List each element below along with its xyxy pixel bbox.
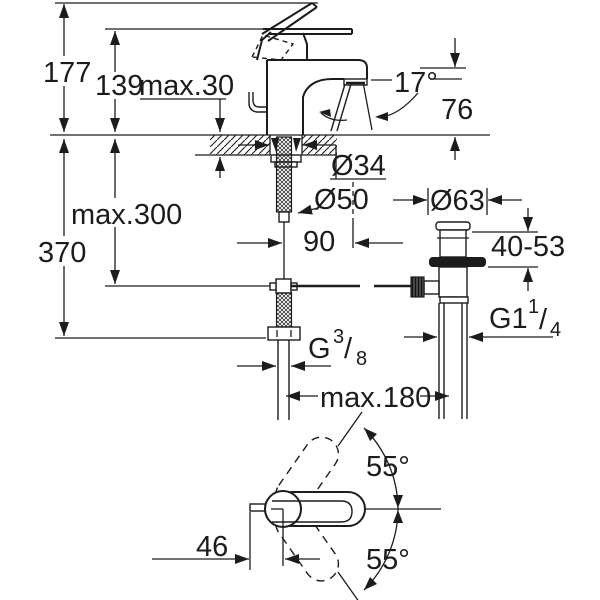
dimension-d50: Ø50 bbox=[297, 184, 369, 216]
dim-g114-slash: / bbox=[539, 304, 548, 336]
handle-ghost-upper bbox=[275, 436, 340, 513]
valve-cap bbox=[435, 221, 471, 231]
anchor-wedge-right bbox=[293, 138, 301, 152]
dimension-139: 139 bbox=[95, 31, 143, 132]
valve-knob-stem bbox=[423, 280, 440, 295]
mounting-shank bbox=[105, 136, 411, 420]
drain-valve bbox=[410, 221, 486, 419]
dimension-46: 46 bbox=[152, 512, 320, 570]
dim-g114-base: G1 bbox=[489, 303, 528, 335]
dim-max180-label: max.180 bbox=[320, 382, 431, 414]
dimension-90: 90 bbox=[237, 222, 403, 258]
dim-g38-sub: 8 bbox=[356, 348, 367, 370]
valve-neck bbox=[439, 229, 467, 258]
valve-collar bbox=[439, 296, 469, 304]
supply-hose bbox=[275, 292, 293, 328]
dim-g114-sub: 4 bbox=[550, 319, 561, 341]
dim-d63-label: Ø63 bbox=[430, 185, 485, 217]
dim-76-label: 76 bbox=[441, 94, 473, 126]
swivel-leg-lower bbox=[337, 571, 359, 600]
aerator bbox=[343, 78, 368, 86]
valve-knob bbox=[410, 276, 425, 298]
shank-fitting bbox=[278, 211, 290, 223]
dimension-76: 76 bbox=[420, 38, 473, 160]
dimension-g114: G1 1 / 4 bbox=[404, 296, 561, 342]
faucet-front-view bbox=[55, 2, 373, 135]
dim-17deg-label: 17° bbox=[394, 67, 438, 99]
dim-4053-label: 40-53 bbox=[491, 231, 565, 263]
dim-370-label: 370 bbox=[38, 237, 86, 269]
g38-nut bbox=[267, 326, 301, 341]
dim-d34-label: Ø34 bbox=[331, 150, 386, 182]
dim-max30-label: max.30 bbox=[139, 70, 234, 102]
water-stream bbox=[319, 81, 373, 132]
linkage-fitting bbox=[275, 278, 292, 294]
handle-inner-outline bbox=[272, 500, 353, 523]
dim-g38-sup: 3 bbox=[333, 326, 344, 348]
dimension-max180: max.180 bbox=[286, 382, 449, 414]
dimension-17deg: 17° bbox=[371, 67, 462, 121]
plumb-line bbox=[362, 81, 373, 131]
dimension-d63: Ø63 bbox=[393, 185, 522, 217]
dimension-370: 370 bbox=[38, 139, 266, 339]
angle-arc-arrow bbox=[319, 109, 331, 117]
dim-90-label: 90 bbox=[303, 226, 335, 258]
lever-horizontal bbox=[263, 28, 353, 35]
threaded-shank bbox=[275, 136, 293, 213]
dimension-max30: max.30 bbox=[139, 70, 234, 178]
dim-max300-label: max.300 bbox=[71, 199, 182, 231]
dimension-4053: 40-53 bbox=[472, 208, 565, 291]
handle-top-view: 55° 55° 46 bbox=[152, 411, 441, 600]
dim-55deg-upper-label: 55° bbox=[366, 451, 410, 483]
dim-d50-label: Ø50 bbox=[314, 184, 369, 216]
faucet-body bbox=[248, 59, 368, 135]
dim-g38-slash: / bbox=[344, 333, 353, 365]
valve-body bbox=[438, 266, 468, 298]
handle-ghost-lower bbox=[275, 505, 340, 582]
dimension-g38: G 3 / 8 bbox=[237, 326, 367, 371]
dim-177-label: 177 bbox=[43, 57, 91, 89]
lever-raised bbox=[261, 2, 318, 42]
dim-55deg-lower-label: 55° bbox=[366, 544, 410, 576]
valve-flange bbox=[429, 257, 486, 267]
swivel-leg-upper bbox=[337, 411, 363, 447]
dim-46-label: 46 bbox=[196, 531, 228, 563]
dimension-d34: Ø34 bbox=[238, 140, 386, 222]
countertop bbox=[50, 134, 490, 156]
dim-g114-sup: 1 bbox=[528, 296, 539, 318]
dimension-max300: max.300 bbox=[71, 139, 182, 284]
dim-g38-base: G bbox=[308, 333, 331, 365]
dimension-177: 177 bbox=[43, 4, 91, 132]
dim-139-label: 139 bbox=[95, 70, 143, 102]
pop-up-rod bbox=[248, 92, 267, 113]
handle-dome bbox=[250, 31, 308, 61]
angle-arc bbox=[320, 112, 348, 121]
